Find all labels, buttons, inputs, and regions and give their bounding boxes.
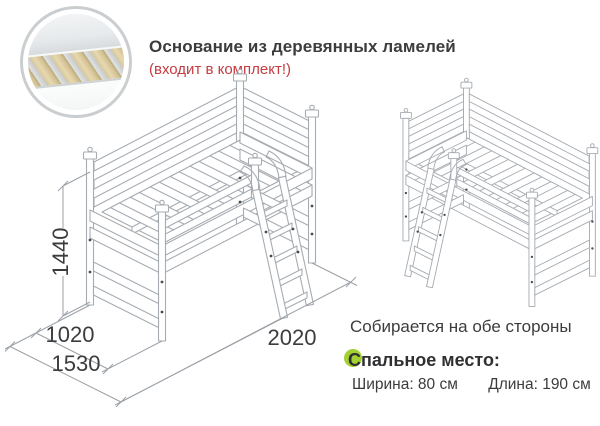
assembly-note: Собирается на обе стороны xyxy=(350,317,572,336)
loft-bed-right-drawing xyxy=(399,77,599,307)
sleeping-width-value: Ширина: 80 см xyxy=(352,376,458,393)
slats-photo-clip xyxy=(28,14,124,110)
callout-title: Основание из деревянных ламелей xyxy=(149,37,456,56)
slats-inset-photo xyxy=(20,6,132,118)
sleeping-area-title: Спальное место: xyxy=(348,350,500,370)
green-accent-dot xyxy=(344,349,362,367)
dim-length-label: 2020 xyxy=(268,325,317,350)
dim-height-label: 1440 xyxy=(48,228,73,277)
loft-bed-left-drawing xyxy=(82,68,320,342)
callout-subtitle: (входит в комплект!) xyxy=(149,61,291,78)
sleeping-length-value: Длина: 190 см xyxy=(488,376,591,393)
dim-depth-total-label: 1530 xyxy=(52,351,101,376)
sleeping-area-dimensions: Ширина: 80 см Длина: 190 см xyxy=(352,376,591,394)
dimension-lines xyxy=(4,171,358,408)
dim-depth-label: 1020 xyxy=(46,322,95,347)
bolt-dots xyxy=(88,176,314,314)
